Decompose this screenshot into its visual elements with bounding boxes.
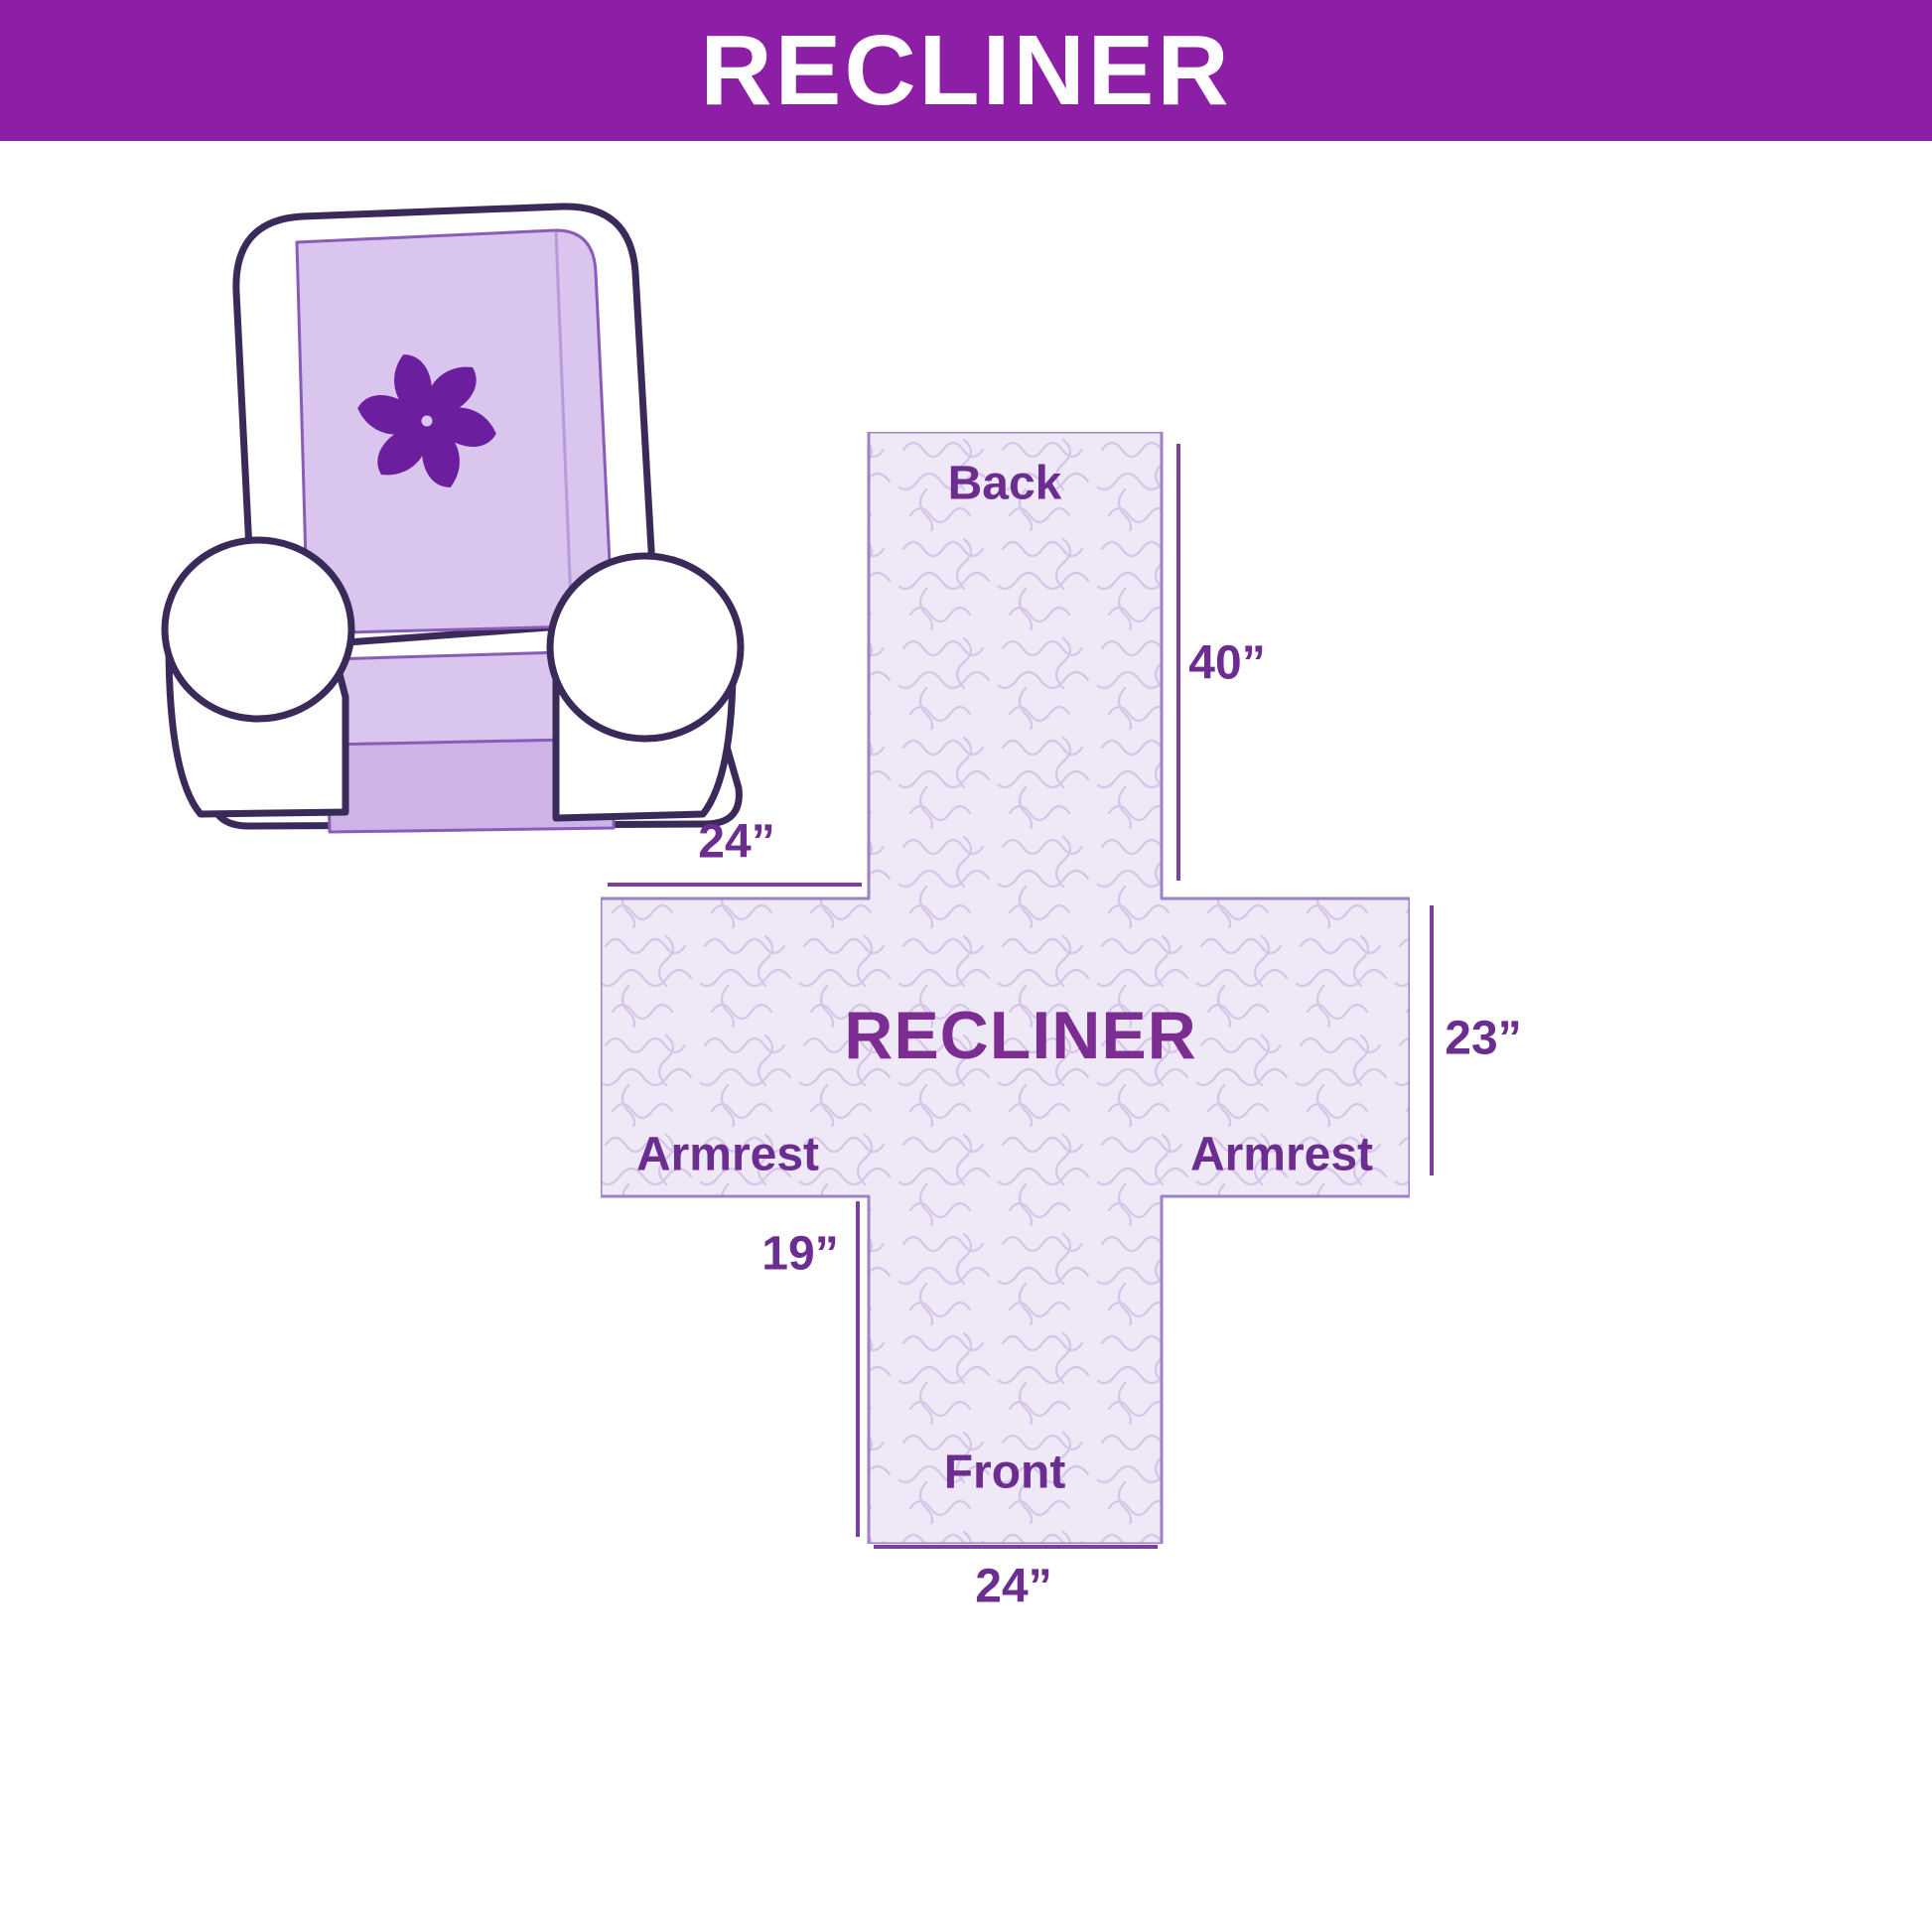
dimension-line-armrest-height: [1430, 905, 1434, 1175]
page-title: RECLINER: [700, 15, 1232, 126]
chair-arm-left: [161, 536, 355, 818]
chair-illustration: [107, 181, 792, 844]
armrest-right-label: Armrest: [1189, 1128, 1374, 1181]
chair-arm-right: [546, 552, 745, 822]
dimension-line-back-height: [1176, 444, 1180, 881]
dimension-line-front-height: [856, 1201, 860, 1537]
title-banner: RECLINER: [0, 0, 1932, 141]
cover-cross-shape: [599, 430, 1412, 1546]
cover-dimensions-diagram: [599, 430, 1412, 1546]
dimension-line-top-width: [608, 883, 862, 887]
cover-outline: [599, 430, 1412, 1546]
armrest-left-label: Armrest: [635, 1128, 820, 1181]
cover-fold-line: [554, 231, 574, 628]
chair-drawing: [161, 203, 745, 834]
pinwheel-icon: [357, 354, 496, 487]
back-label: Back: [947, 457, 1062, 510]
front-label: Front: [943, 1446, 1066, 1499]
dim-back-height: 40”: [1188, 636, 1266, 690]
cover-center-label: RECLINER: [844, 998, 1197, 1073]
dimension-line-front-width: [874, 1545, 1158, 1549]
dim-front-height: 19”: [761, 1227, 839, 1281]
dim-top-width: 24”: [698, 815, 775, 869]
dim-armrest-height: 23”: [1445, 1012, 1522, 1065]
dim-front-width: 24”: [975, 1560, 1052, 1613]
